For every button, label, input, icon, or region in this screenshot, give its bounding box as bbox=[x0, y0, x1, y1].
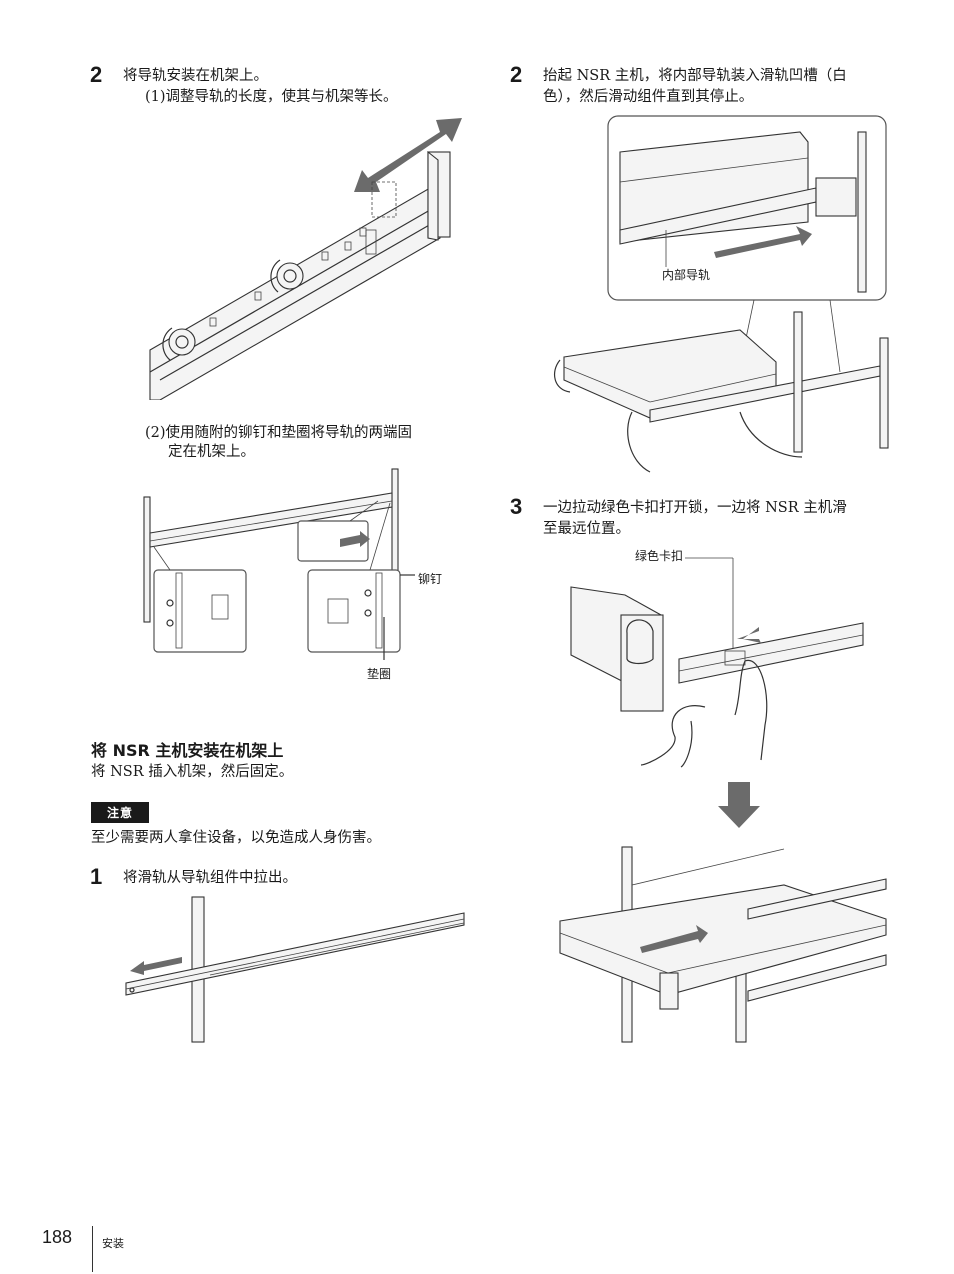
inner-rail-label: 内部导轨 bbox=[662, 268, 711, 282]
washer-label: 垫圈 bbox=[367, 667, 392, 681]
rivet-mount-illustration bbox=[143, 468, 415, 660]
step-3-number: 3 bbox=[510, 494, 523, 519]
step-3-line1: 一边拉动绿色卡扣打开锁，一边将 NSR 主机滑 bbox=[543, 500, 847, 516]
step-2-sub2-line2: 定在机架上。 bbox=[168, 444, 255, 460]
step-2-title: 将导轨安装在机架上。 bbox=[123, 68, 268, 84]
step-1-title: 将滑轨从导轨组件中拉出。 bbox=[123, 870, 297, 886]
green-tab-release-illustration bbox=[570, 557, 864, 768]
step-2-sub2-line1: (2)使用随附的铆钉和垫圈将导轨的两端固 bbox=[145, 425, 413, 441]
right-step-2-number: 2 bbox=[510, 62, 523, 87]
rivet-label: 铆钉 bbox=[418, 572, 443, 586]
right-step-2-line1: 抬起 NSR 主机，将内部导轨装入滑轨凹槽（白 bbox=[543, 68, 847, 84]
page-number: 188 bbox=[42, 1227, 73, 1247]
inner-rail-insert-illustration bbox=[553, 115, 889, 473]
step-2-number: 2 bbox=[90, 62, 103, 87]
step-3-line2: 至最远位置。 bbox=[543, 521, 630, 537]
section-intro: 将 NSR 插入机架，然后固定。 bbox=[91, 764, 294, 780]
section-heading: 将 NSR 主机安装在机架上 bbox=[91, 741, 284, 760]
rail-adjust-illustration bbox=[149, 118, 462, 400]
nsr-slide-in-illustration bbox=[559, 846, 887, 1043]
right-step-2-line2: 色），然后滑动组件直到其停止。 bbox=[543, 89, 754, 105]
step-2-sub1: (1)调整导轨的长度，使其与机架等长。 bbox=[145, 89, 398, 105]
caution-text: 至少需要两人拿住设备，以免造成人身伤害。 bbox=[91, 830, 381, 846]
green-tab-label: 绿色卡扣 bbox=[635, 549, 684, 563]
footer-divider bbox=[92, 1226, 93, 1272]
step-1-number: 1 bbox=[90, 864, 103, 889]
caution-badge: 注意 bbox=[91, 802, 150, 823]
down-arrow-icon bbox=[718, 782, 760, 828]
footer-section: 安装 bbox=[102, 1237, 124, 1250]
slide-rail-pull-illustration bbox=[125, 896, 465, 1043]
